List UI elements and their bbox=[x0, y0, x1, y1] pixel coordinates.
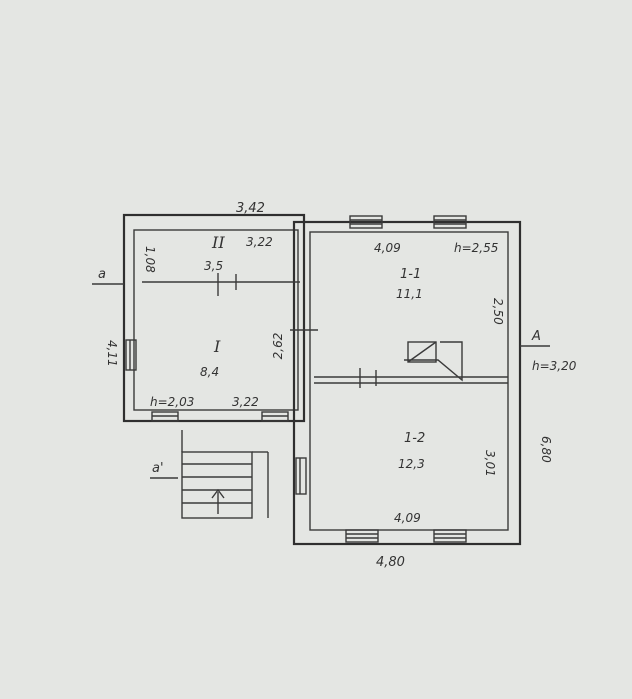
room-I-area: 8,4 bbox=[200, 365, 219, 379]
room-1-2-width: 4,09 bbox=[394, 511, 421, 525]
section-label-a: a bbox=[98, 267, 106, 282]
room-1-1-width: 4,09 bbox=[374, 241, 401, 255]
window-icon bbox=[125, 339, 137, 371]
stove-icon bbox=[407, 341, 437, 363]
room-1-2-id: 1-2 bbox=[404, 431, 425, 446]
room-I-width: 3,22 bbox=[232, 395, 259, 409]
window-icon bbox=[151, 411, 179, 422]
porch-stairs bbox=[181, 430, 269, 519]
section-label-A: A bbox=[531, 329, 541, 344]
room-II-width: 3,22 bbox=[246, 235, 273, 249]
room-I-depth: 2,62 bbox=[271, 333, 285, 360]
overall-height-right: 6,80 bbox=[539, 436, 553, 463]
room-II-id: II bbox=[211, 233, 225, 252]
room-1-1-area: 11,1 bbox=[396, 287, 423, 301]
window-icon bbox=[433, 215, 467, 229]
room-1-2-area: 12,3 bbox=[398, 457, 425, 471]
left-block-outer-wall bbox=[122, 213, 306, 423]
room-1-2-depth: 3,01 bbox=[483, 450, 497, 477]
right-block-outer-wall bbox=[292, 220, 522, 546]
section-label-a-prime: a' bbox=[152, 461, 164, 476]
overall-width-bottom: 4,80 bbox=[376, 555, 405, 570]
left-block-inner-wall bbox=[133, 229, 299, 411]
stove-icon bbox=[404, 341, 463, 382]
room-II-area: 3,5 bbox=[204, 259, 223, 273]
room-1-1-id: 1-1 bbox=[400, 267, 421, 282]
room-1-1-height: h=2,55 bbox=[454, 241, 498, 255]
window-icon bbox=[295, 457, 307, 495]
overall-width-top: 3,42 bbox=[236, 201, 265, 216]
window-icon bbox=[349, 215, 383, 229]
right-block-inner-wall bbox=[309, 231, 509, 531]
room-1-1-depth: 2,50 bbox=[491, 298, 505, 325]
left-wall-height: 4,11 bbox=[105, 340, 119, 367]
stove-icon bbox=[407, 341, 437, 363]
room-I-height: h=2,03 bbox=[150, 395, 194, 409]
room-II-depth: 1,08 bbox=[143, 246, 157, 273]
window-icon bbox=[433, 529, 467, 543]
window-icon bbox=[261, 411, 289, 422]
room-I-id: I bbox=[213, 337, 221, 356]
window-icon bbox=[345, 529, 379, 543]
outer-height: h=3,20 bbox=[532, 359, 577, 373]
